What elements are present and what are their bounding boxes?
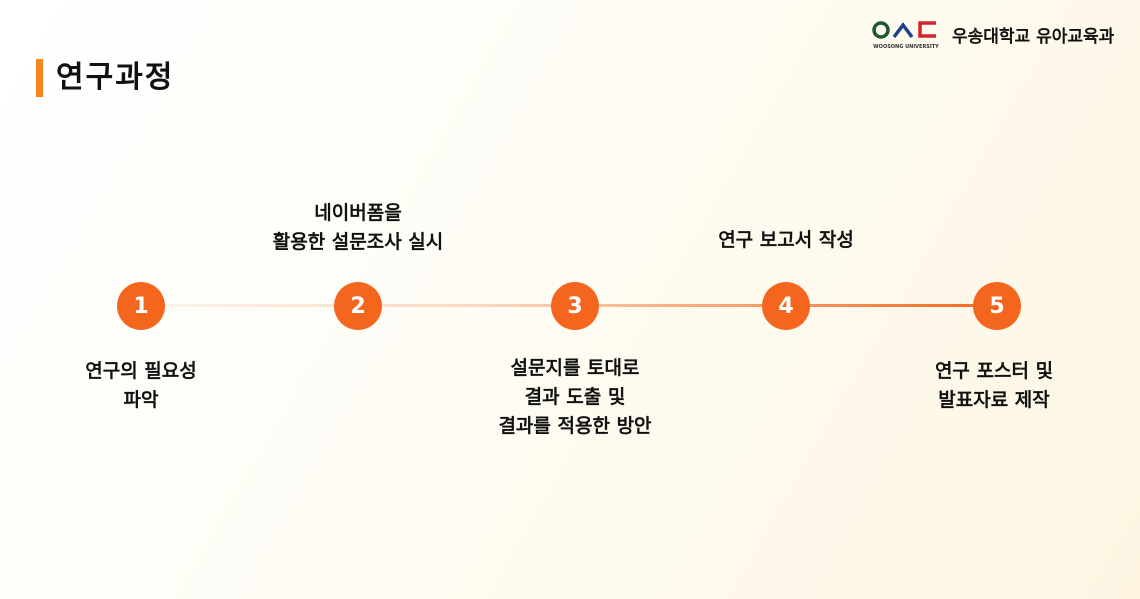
step-2-label: 네이버폼을 활용한 설문조사 실시 bbox=[272, 202, 444, 253]
step-1-label: 연구의 필요성 파악 bbox=[85, 360, 197, 411]
step-1-circle: 1 bbox=[117, 282, 165, 330]
step-4-label: 연구 보고서 작성 bbox=[718, 229, 854, 251]
step-3-circle: 3 bbox=[551, 282, 599, 330]
step-5-circle: 5 bbox=[973, 282, 1021, 330]
step-2-circle: 2 bbox=[334, 282, 382, 330]
title-accent-bar bbox=[36, 59, 43, 97]
page-title: 연구과정 bbox=[56, 60, 175, 95]
logo-text: WOOSONG UNIVERSITY bbox=[873, 44, 939, 50]
step-5-label: 연구 포스터 및 발표자료 제작 bbox=[934, 360, 1054, 411]
step-4-circle: 4 bbox=[762, 282, 810, 330]
step-3-label: 설문지를 토대로 결과 도출 및 결과를 적용한 방안 bbox=[498, 357, 652, 437]
department-name: 우송대학교 유아교육과 bbox=[952, 27, 1115, 47]
woosong-university-logo: WOOSONG UNIVERSITY bbox=[872, 21, 939, 50]
